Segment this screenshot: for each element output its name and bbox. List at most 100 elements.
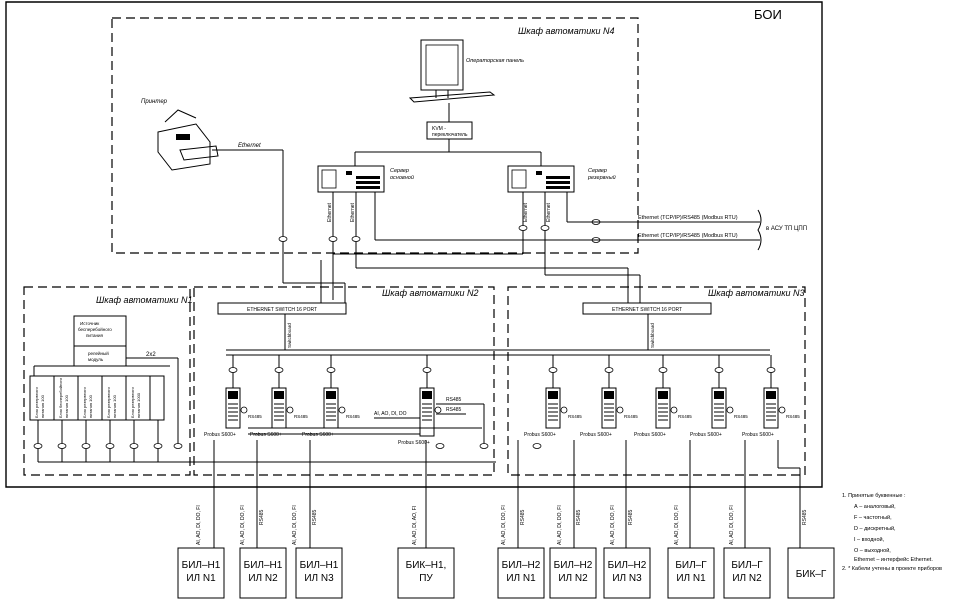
field-box-label: ИЛ N2 bbox=[732, 573, 762, 584]
controller-rs485-label: RS485 bbox=[786, 414, 800, 419]
ups-label-3: питания bbox=[86, 333, 103, 338]
cabinet-n1-title: Шкаф автоматики N1 bbox=[96, 295, 193, 305]
controller-port-icon bbox=[560, 406, 568, 414]
cable-label-c2b: AI, AO, DI, DO, FI bbox=[292, 505, 298, 545]
field-box-label: БИЛ–Н1 bbox=[244, 560, 283, 571]
cabinet-n1 bbox=[23, 286, 191, 476]
controller-2: Probus S600+ RS485 bbox=[250, 355, 308, 438]
controller-rs485-label: RS485 bbox=[734, 414, 748, 419]
server-reserve-eth-1: Ethernet bbox=[523, 202, 529, 222]
controller-label: Probus S600+ bbox=[250, 432, 282, 438]
server-main bbox=[317, 165, 385, 193]
server-main-label-1: Сервер bbox=[390, 168, 409, 174]
field-box-frame bbox=[497, 547, 545, 599]
cabinet-n3 bbox=[507, 286, 806, 476]
cabinet-n4-title: Шкаф автоматики N4 bbox=[518, 26, 615, 36]
controller-cable-marker bbox=[604, 367, 614, 373]
cable-label-c10: RS485 bbox=[802, 509, 808, 525]
field-box-label: БИК–Г bbox=[796, 569, 827, 580]
n1-module-1a: Блок резервного bbox=[34, 386, 39, 418]
controller-label: Probus S600+ bbox=[742, 432, 774, 438]
cabinet-n3-title: Шкаф автоматики N3 bbox=[708, 288, 805, 298]
n1-module-5a: Блок резервного bbox=[130, 386, 135, 418]
controller-cable-marker bbox=[326, 367, 336, 373]
boi-title: БОИ bbox=[754, 7, 782, 22]
cabinet-n2-title: Шкаф автоматики N2 bbox=[382, 288, 479, 298]
controller-3: Probus S600+ RS485 bbox=[302, 355, 360, 438]
field-box-frame bbox=[723, 547, 771, 599]
field-box-label: БИЛ–Г bbox=[731, 560, 763, 571]
server-main-label-2: основной bbox=[390, 174, 414, 181]
field-box-2: БИЛ–Н1 ИЛ N2 bbox=[239, 547, 287, 599]
controller-cable-marker bbox=[422, 367, 432, 373]
controller-rs485-label: RS485 bbox=[346, 414, 360, 419]
ctrl4-rs485-a: RS485 bbox=[446, 397, 462, 403]
notes: 1. Принятые буквенные : А – аналоговый, … bbox=[842, 493, 942, 572]
server-main-eth-2: Ethernet bbox=[350, 202, 356, 222]
controller-port-icon bbox=[434, 406, 442, 414]
field-box-label: БИЛ–Н1 bbox=[182, 560, 221, 571]
field-box-label: БИК–Н1, bbox=[406, 560, 447, 571]
n1-module-2b: питания 100 bbox=[64, 394, 69, 418]
external-link-2: Ethernet (TCP/IP)/RS485 (Modbus RTU) bbox=[638, 233, 738, 239]
label-2x2: 2х2 bbox=[146, 352, 156, 358]
controller-rs485-label: RS485 bbox=[248, 414, 262, 419]
field-box-label: БИЛ–Г bbox=[675, 560, 707, 571]
controller-label: Probus S600+ bbox=[690, 432, 722, 438]
switch-n2-port-label: Switchboard bbox=[287, 323, 292, 348]
controller-rs485-label: RS485 bbox=[624, 414, 638, 419]
controller-6: Probus S600+ RS485 bbox=[580, 355, 638, 438]
cable-label-c7: AI, AO, DI, DO, FI bbox=[610, 505, 616, 545]
controller-1: Probus S600+ RS485 bbox=[204, 355, 262, 438]
ups-label-1: Источник bbox=[80, 321, 99, 326]
cable-label-c5: AI, AO, DI, DO, FI bbox=[501, 505, 507, 545]
controller-label: Probus S600+ bbox=[580, 432, 612, 438]
controller-cable-marker bbox=[658, 367, 668, 373]
printer-label: Принтер bbox=[141, 99, 168, 105]
controller-label: Probus S600+ bbox=[302, 432, 334, 438]
field-box-label: ИЛ N2 bbox=[248, 573, 278, 584]
server-reserve-label-2: резервный bbox=[587, 174, 616, 181]
field-box-label: ИЛ N1 bbox=[186, 573, 216, 584]
field-box-frame bbox=[295, 547, 343, 599]
cable-label-c2: AI, AO, DI, DO, FI bbox=[240, 505, 246, 545]
controller-cable-marker bbox=[274, 367, 284, 373]
cable-label-c4: AI, AO, DI, AO, FI bbox=[412, 506, 418, 545]
n1-module-feeds bbox=[33, 420, 183, 462]
n1-module-4b: питания 100 bbox=[112, 394, 117, 418]
switch-n3-label: ETHERNET SWITCH 16 PORT bbox=[612, 307, 682, 313]
external-link-1: Ethernet (TCP/IP)/RS485 (Modbus RTU) bbox=[638, 215, 738, 221]
field-box-8: БИЛ–ГИЛ N1 bbox=[667, 547, 715, 599]
output-drops bbox=[213, 440, 801, 548]
relay-label-2: модуль bbox=[88, 357, 104, 362]
n1-modules bbox=[53, 376, 151, 420]
cable-label-c7r: RS485 bbox=[628, 509, 634, 525]
controller-port-icon bbox=[726, 406, 734, 414]
server-reserve bbox=[507, 165, 575, 193]
controller-9: Probus S600+ RS485 bbox=[742, 355, 800, 438]
controller-port-icon bbox=[240, 406, 248, 414]
cable-label-c9: AI, AO, DI, DO, FI bbox=[729, 505, 735, 545]
controller-cable-marker bbox=[766, 367, 776, 373]
server-main-eth-1: Ethernet bbox=[327, 202, 333, 222]
server-reserve-eth-2: Ethernet bbox=[546, 202, 552, 222]
server-reserve-label-1: Сервер bbox=[588, 168, 607, 174]
controller-cable-marker bbox=[228, 367, 238, 373]
monitor-icon bbox=[408, 39, 496, 103]
operator-panel-label: Операторская панель bbox=[466, 58, 524, 64]
field-box-label: БИЛ–Н1 bbox=[300, 560, 339, 571]
note-3: F – частотный, bbox=[854, 514, 892, 521]
controller-label: Probus S600+ bbox=[204, 432, 236, 438]
controller-port-icon bbox=[670, 406, 678, 414]
controller-rs485-label: RS485 bbox=[568, 414, 582, 419]
controller-4: Probus S600+ bbox=[398, 355, 442, 446]
n1-module-3a: Блок резервного bbox=[82, 386, 87, 418]
controller-port-icon bbox=[778, 406, 786, 414]
cable-label-c8: AI, AO, DI, DO, FI bbox=[674, 505, 680, 545]
cable-label-c6r: RS485 bbox=[576, 509, 582, 525]
